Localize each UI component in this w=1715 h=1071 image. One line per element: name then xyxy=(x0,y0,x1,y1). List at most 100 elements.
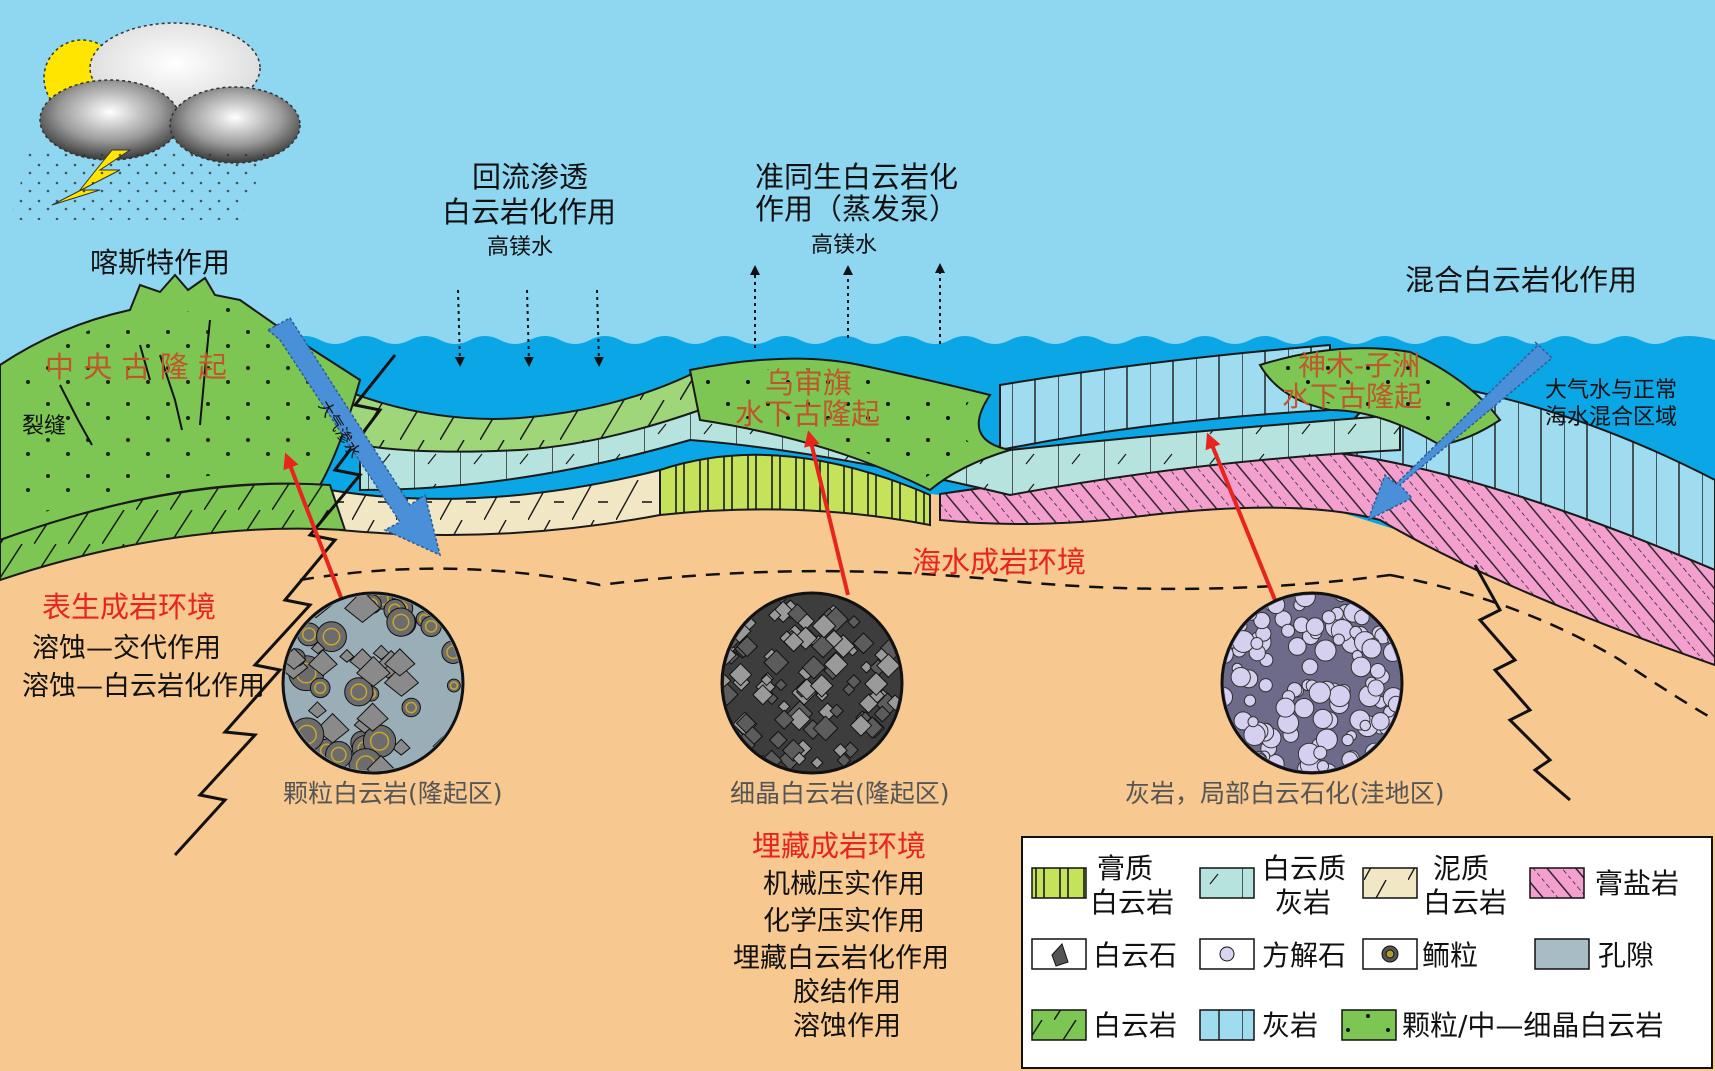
dolomite-rhomb xyxy=(801,655,826,680)
dolomite-rhomb xyxy=(752,684,774,706)
legend: 膏质 白云岩 白云质 灰岩 泥质 白云岩 膏盐岩 白云石 方解石 鲕粒 孔隙 白… xyxy=(1021,836,1713,1069)
grain xyxy=(344,677,374,707)
dolomite-rhomb xyxy=(383,665,420,697)
dolomite-rhomb xyxy=(812,715,839,742)
calcite-grain xyxy=(1312,708,1333,730)
red-arrow-1 xyxy=(283,452,344,601)
legend-calcite: 方解石 xyxy=(1262,939,1346,972)
fracture-1 xyxy=(59,384,93,446)
thin-section-2-caption: 细晶白云岩(隆起区) xyxy=(730,779,950,808)
legend-swatch-gypsum-dolomite xyxy=(1031,867,1087,899)
calcite-grain xyxy=(1250,636,1264,650)
calcite-grain xyxy=(1316,760,1330,771)
calcite-grain xyxy=(1361,638,1382,659)
legend-gypsum-dolomite-1: 膏质 xyxy=(1097,852,1153,885)
marine-env-label: 海水成岩环境 xyxy=(912,545,1086,579)
legend-swatch-dolomitic-limestone xyxy=(1199,867,1255,899)
penecon-label-line1: 准同生白云岩化 xyxy=(755,160,958,194)
reflux-label-line2: 白云岩化作用 xyxy=(442,195,616,229)
dolomite-rhomb xyxy=(771,600,795,624)
ooid-ring xyxy=(369,731,390,751)
calcite-grain xyxy=(1287,637,1307,656)
red-arrow-3 xyxy=(1205,432,1277,601)
burial-process-4: 胶结作用 xyxy=(793,977,901,1008)
grain xyxy=(386,607,416,637)
dolomite-rhomb xyxy=(384,648,416,677)
ooid-ring xyxy=(301,627,316,642)
dolomite-rhomb xyxy=(860,660,873,674)
dolomite-rhomb xyxy=(307,649,338,677)
dolomite-rhomb xyxy=(763,649,790,676)
calcite-grain xyxy=(1328,684,1351,708)
dolomite-crystal-icon xyxy=(1051,943,1069,967)
mixing-label: 混合白云岩化作用 xyxy=(1405,263,1637,297)
legend-swatch-gypsum-salt xyxy=(1529,867,1585,899)
calcite-grain xyxy=(1243,723,1266,746)
ooid-ring xyxy=(322,627,341,646)
reflux-water-label: 高镁水 xyxy=(487,235,553,260)
ooid-ring xyxy=(330,746,347,763)
ooid-ring xyxy=(449,681,459,690)
legend-ooid: 鲕粒 xyxy=(1422,939,1478,972)
reflux-arrow-1 xyxy=(454,289,465,367)
mix-zone-label-line1: 大气水与正常 xyxy=(1545,378,1677,403)
epigenetic-process-2: 溶蚀—白云岩化作用 xyxy=(22,671,265,702)
reflux-arrow-3 xyxy=(593,289,604,367)
dolomite-rhomb xyxy=(307,701,327,719)
wsq-label-line2: 水下古隆起 xyxy=(735,397,880,431)
dolomite-rhomb xyxy=(849,714,873,737)
legend-swatch-argillaceous-dolomite xyxy=(1362,867,1418,899)
dolomite-rhomb xyxy=(724,683,739,706)
fault-right xyxy=(1473,564,1571,802)
calcite-grain xyxy=(1301,658,1319,676)
dolomite-band-left xyxy=(0,482,347,582)
meteoric-seep-arrow xyxy=(266,317,442,557)
dolomite-rhomb xyxy=(824,629,844,649)
calcite-grain xyxy=(1369,663,1386,679)
ooid-icon-core xyxy=(1385,949,1395,959)
calcite-grain xyxy=(1332,633,1345,646)
thin-section-1-caption: 颗粒白云岩(隆起区) xyxy=(283,779,503,808)
dolomite-rhomb xyxy=(787,603,808,625)
reflux-arrow-2 xyxy=(523,289,534,367)
dolomite-rhomb xyxy=(339,648,355,663)
dolomite-rhomb xyxy=(842,683,856,697)
calcite-grain xyxy=(1293,697,1315,719)
dolomite-rhomb xyxy=(344,595,381,624)
reflux-label-line1: 回流渗透 xyxy=(472,160,588,194)
central-uplift-label: 中 央 古 隆 起 xyxy=(45,350,227,384)
dolomite-rhomb xyxy=(829,703,844,719)
mix-zone-label-line2: 海水混合区域 xyxy=(1545,405,1677,430)
dolomite-rhomb xyxy=(852,632,875,655)
calcite-grain xyxy=(1314,639,1337,662)
legend-argillaceous-dolomite-1: 泥质 xyxy=(1433,852,1489,885)
ooid-ring xyxy=(350,683,368,701)
calcite-grain xyxy=(1313,745,1328,760)
calcite-icon xyxy=(1219,946,1235,962)
legend-swatch-grain-dolomite xyxy=(1341,1009,1397,1041)
shenmu-zizhou-uplift-dots xyxy=(1270,356,1488,436)
dolomite-rhomb xyxy=(768,730,788,750)
legend-argillaceous-dolomite-2: 白云岩 xyxy=(1423,886,1507,919)
fracture-4 xyxy=(139,344,151,381)
dolomite-rhomb xyxy=(760,673,773,687)
legend-swatch-limestone xyxy=(1199,1009,1255,1041)
burial-process-1: 机械压实作用 xyxy=(763,869,925,900)
calcite-grain xyxy=(1230,666,1251,688)
fracture-label: 裂缝 xyxy=(22,414,66,439)
grain xyxy=(316,621,347,653)
ooid-ring xyxy=(424,620,438,633)
dolomite-rhomb xyxy=(809,673,834,698)
legend-dolomite-mineral: 白云石 xyxy=(1093,939,1177,972)
dolomite-rhomb xyxy=(847,615,861,629)
legend-limestone: 灰岩 xyxy=(1262,1009,1318,1042)
fracture-2 xyxy=(159,354,183,431)
gypsum-dolomite-layer xyxy=(659,453,931,527)
dolomite-rhomb xyxy=(356,702,389,732)
burial-env-label: 埋藏成岩环境 xyxy=(752,829,926,863)
dolomite-rhomb xyxy=(886,694,900,712)
dolomite-rhomb xyxy=(841,741,859,759)
grain xyxy=(309,677,331,699)
legend-pore: 孔隙 xyxy=(1598,939,1654,972)
